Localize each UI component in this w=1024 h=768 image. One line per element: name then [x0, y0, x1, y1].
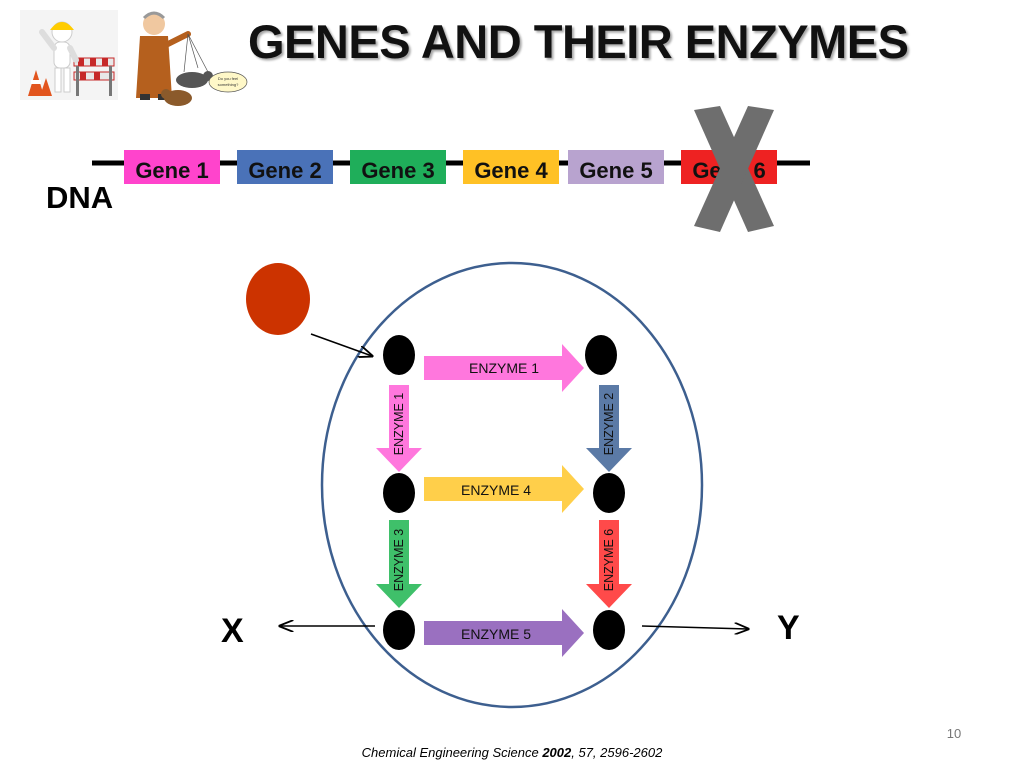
construction-worker-clipart: [20, 10, 118, 100]
knockout-x-icon: [694, 106, 774, 232]
enzyme-2-arrow: [586, 385, 632, 472]
metabolite-node: [593, 473, 625, 513]
citation-details: , 57, 2596-2602: [571, 745, 663, 760]
gene-3-label: Gene 3: [361, 158, 435, 183]
enzyme-4-arrow: [424, 465, 584, 513]
gene-1-label: Gene 1: [135, 158, 209, 183]
metabolite-node: [383, 610, 415, 650]
gene-2-label: Gene 2: [248, 158, 322, 183]
product-x-label: X: [221, 612, 244, 650]
enzyme-2-label: ENZYME 2: [602, 392, 616, 456]
cell-outline: [320, 261, 704, 709]
enzyme-6-label: ENZYME 6: [602, 528, 616, 592]
metabolite-node: [383, 473, 415, 513]
enzyme-5-arrow: [424, 609, 584, 657]
gene-5-box: Gene 5: [568, 150, 664, 184]
metabolite-node: [383, 335, 415, 375]
input-molecule: [246, 263, 310, 335]
product-y-arrow: [641, 626, 748, 629]
slide-title: GENES AND THEIR ENZYMES: [248, 15, 909, 68]
gene-1-box: Gene 1: [124, 150, 220, 184]
enzyme-3-label: ENZYME 3: [392, 528, 406, 592]
citation: Chemical Engineering Science 2002, 57, 2…: [0, 745, 1024, 760]
enzyme-1-arrow: [424, 344, 584, 392]
enzyme-1-vertical-label: ENZYME 1: [392, 392, 406, 456]
dna-label: DNA: [46, 180, 114, 215]
enzyme-1-vertical-arrow: [376, 385, 422, 472]
gene-2-box: Gene 2: [237, 150, 333, 184]
citation-journal: Chemical Engineering Science: [361, 745, 539, 760]
enzyme-3-arrow: [376, 520, 422, 608]
enzyme-6-arrow: [586, 520, 632, 608]
enzyme-1-label: ENZYME 1: [469, 360, 540, 376]
input-arrow: [310, 333, 372, 356]
metabolite-node: [593, 610, 625, 650]
puppeteer-clipart: Do you feel something?: [128, 6, 248, 116]
gene-3-box: Gene 3: [350, 150, 446, 184]
speech-bubble-text: Do you feel: [218, 76, 238, 81]
citation-year: 2002: [542, 745, 572, 760]
page-number: 10: [946, 726, 962, 741]
enzyme-4-label: ENZYME 4: [461, 482, 532, 498]
gene-4-box: Gene 4: [463, 150, 559, 184]
gene-5-label: Gene 5: [579, 158, 653, 183]
speech-bubble-text-2: something?: [218, 82, 239, 87]
product-y-label: Y: [777, 609, 800, 647]
enzyme-5-label: ENZYME 5: [461, 626, 532, 642]
metabolite-node: [585, 335, 617, 375]
gene-4-label: Gene 4: [474, 158, 548, 183]
